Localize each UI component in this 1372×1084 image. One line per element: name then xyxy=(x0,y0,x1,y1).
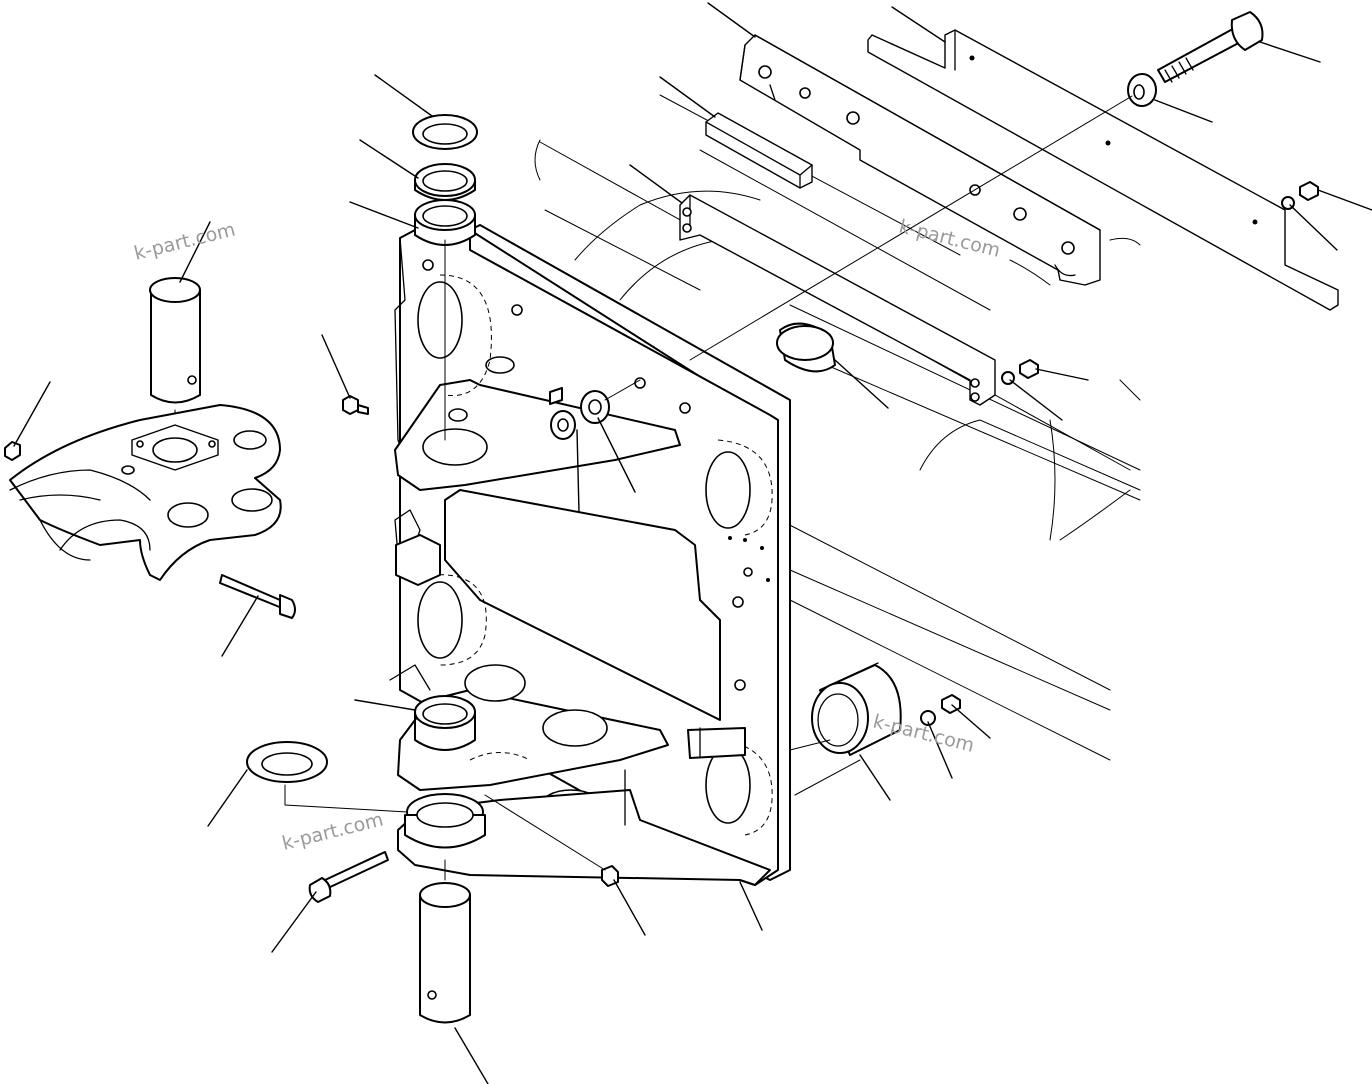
watermark-bottom-left: k-part.com xyxy=(280,808,386,854)
upper-ring-stack xyxy=(412,114,478,441)
frame-side-bolt xyxy=(342,395,369,415)
small-wedge-plate xyxy=(705,112,813,189)
large-bolt xyxy=(689,11,1264,361)
lower-left-bolt xyxy=(308,851,389,903)
lower-ring-stack xyxy=(246,695,486,849)
callout-leaders xyxy=(13,2,1372,1084)
oval-plug xyxy=(776,322,836,373)
middle-bracket xyxy=(679,194,996,406)
upper-left-arm-assembly xyxy=(4,277,296,619)
watermark-top-left: k-part.com xyxy=(132,218,238,264)
background-chassis-outline xyxy=(534,94,1141,761)
main-frame xyxy=(389,224,791,886)
frame-washers xyxy=(549,379,641,440)
upper-mounting-plate xyxy=(739,34,1101,286)
lower-pin xyxy=(419,859,471,1024)
cylindrical-cap xyxy=(789,662,902,796)
long-strip-plate xyxy=(867,29,1339,311)
